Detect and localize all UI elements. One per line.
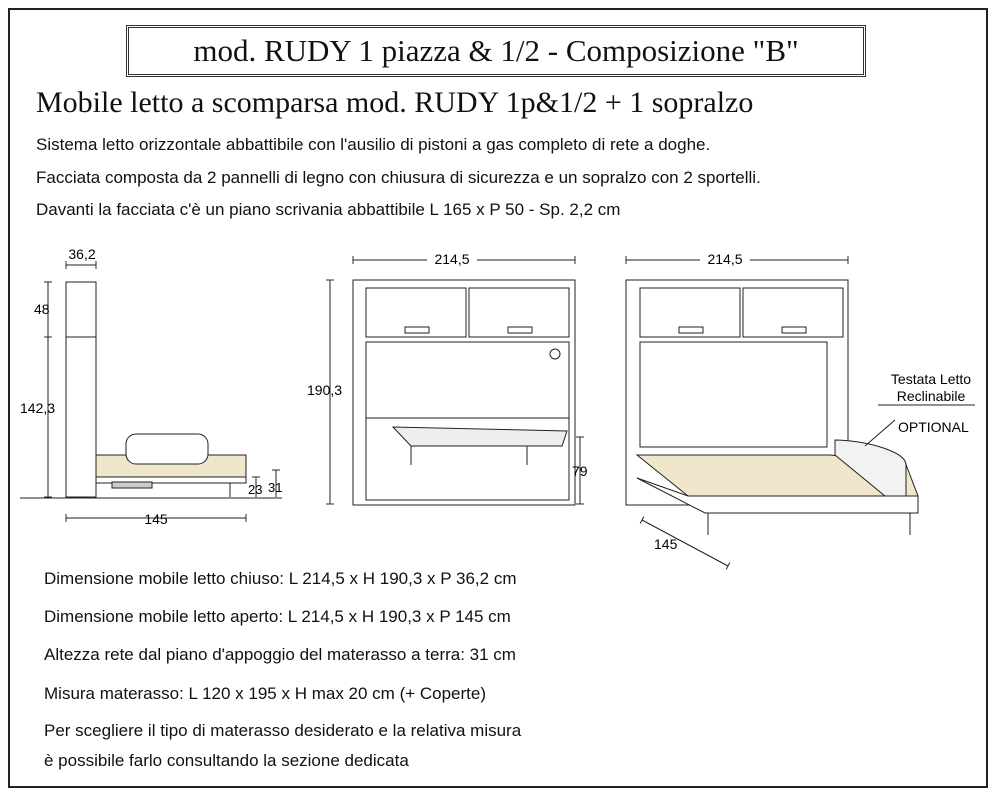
side-bed-height-2-label: 31 [268,480,282,495]
spec-open-size: Dimensione mobile letto aperto: L 214,5 … [44,607,511,626]
open-view [625,256,975,570]
side-top-height-label: 48 [34,301,50,317]
optional-label: OPTIONAL [898,419,969,435]
front-view [326,256,584,506]
headboard-label-2: Reclinabile [897,388,966,404]
spec-closed-size: Dimensione mobile letto chiuso: L 214,5 … [44,569,517,588]
open-depth-label: 145 [654,536,678,552]
note-line-1: Per scegliere il tipo di materasso desid… [44,721,522,740]
headboard-label-1: Testata Letto [891,371,971,387]
side-depth-label: 36,2 [68,246,95,262]
open-width-label: 214,5 [707,251,742,267]
side-open-length-label: 145 [144,511,168,527]
side-bed-height-1-label: 23 [248,482,262,497]
front-width-label: 214,5 [434,251,469,267]
note-line-2: è possibile farlo consultando la sezione… [44,751,409,770]
side-view [20,261,282,522]
description-line-1: Sistema letto orizzontale abbattibile co… [36,135,711,154]
description-line-2: Facciata composta da 2 pannelli di legno… [36,168,761,187]
description-line-3: Davanti la facciata c'è un piano scrivan… [36,200,621,219]
spec-mattress-size: Misura materasso: L 120 x 195 x H max 20… [44,684,487,703]
title-box: mod. RUDY 1 piazza & 1/2 - Composizione … [126,25,866,77]
page-title: mod. RUDY 1 piazza & 1/2 - Composizione … [193,33,799,68]
front-height-label: 190,3 [307,382,342,398]
page-frame [8,8,988,788]
front-desk-height-label: 79 [572,463,588,479]
page-subtitle: Mobile letto a scomparsa mod. RUDY 1p&1/… [36,86,754,119]
spec-slat-height: Altezza rete dal piano d'appoggio del ma… [44,645,516,664]
side-body-height-label: 142,3 [20,400,55,416]
